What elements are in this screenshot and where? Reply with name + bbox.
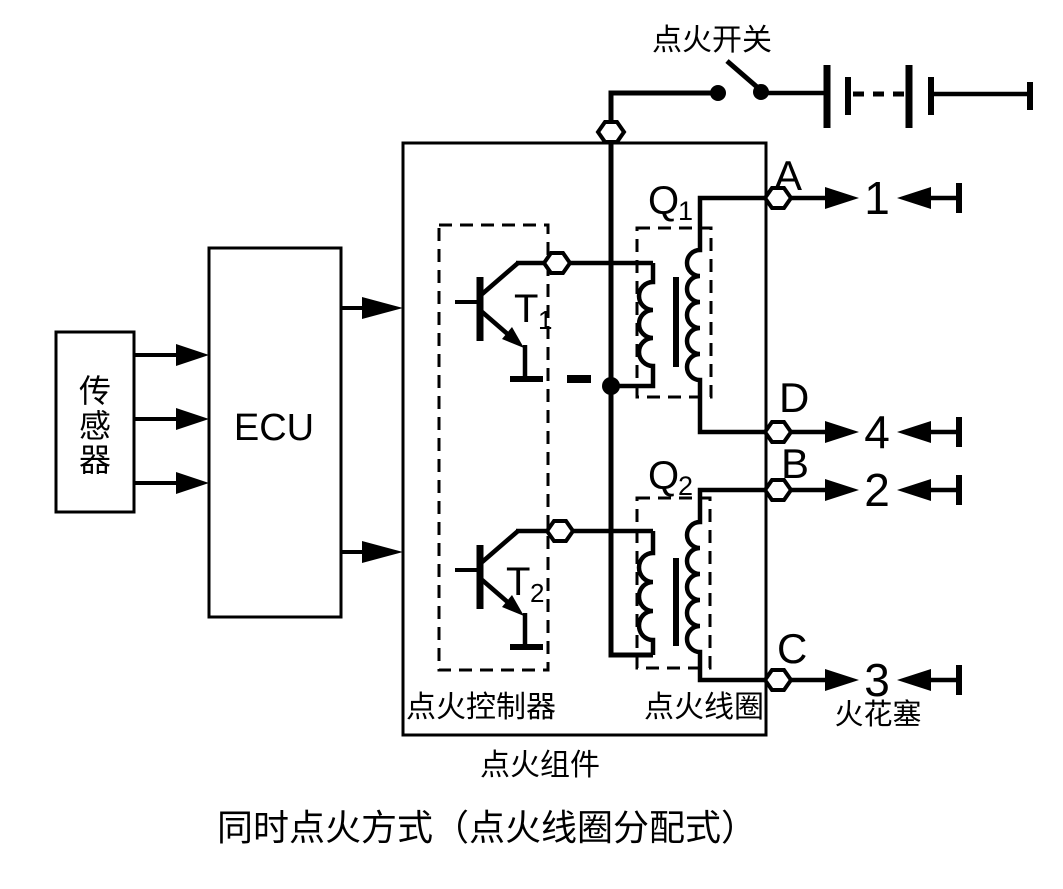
- connector-t1-collector: [541, 251, 573, 275]
- t1-collector-lead: [479, 261, 520, 297]
- sensor-label-char-1: 传: [79, 373, 111, 409]
- ignition-coil-q2: [636, 487, 770, 683]
- plug-right-arrow-1: [825, 187, 859, 209]
- sensor-arrow-3: [176, 472, 209, 494]
- t1-label-main: T: [514, 287, 538, 331]
- coil-q1-dashed-box: [635, 226, 713, 399]
- sensor-box: [54, 330, 136, 514]
- ignition-assembly-box: [401, 141, 768, 737]
- plug-right-arrow-3: [825, 669, 859, 691]
- transistor-t2: [455, 528, 653, 650]
- plug-left-arrow-4: [897, 421, 931, 443]
- sensor-label-char-3: 器: [79, 442, 111, 478]
- ecu-box: [207, 246, 343, 619]
- connector-terminal-c: [762, 668, 794, 692]
- plug-left-arrow-3: [897, 669, 931, 691]
- connector-terminal-b: [762, 478, 794, 502]
- ecu-label: ECU: [234, 407, 314, 449]
- terminal-letter-c: C: [777, 625, 807, 672]
- q2-primary-winding: [636, 531, 656, 655]
- connectors: [541, 120, 794, 692]
- sensor-arrow-2: [176, 408, 209, 430]
- t1-label-sub: 1: [538, 305, 552, 335]
- t2-label-sub: 2: [530, 578, 544, 608]
- terminal-row-d4: [791, 417, 962, 447]
- ignition-assembly-label: 点火组件: [480, 749, 600, 782]
- transistor-t1: [455, 260, 653, 382]
- terminal-row-b2: [791, 475, 962, 505]
- t2-emitter-arrow: [502, 595, 524, 616]
- ignition-coil-label: 点火线圈: [644, 691, 764, 724]
- spark-plug-label: 火花塞: [834, 698, 921, 731]
- coil-q2-dashed-box: [635, 496, 712, 670]
- t2-label-main: T: [506, 560, 530, 604]
- plug-left-arrow-1: [897, 187, 931, 209]
- sensor-label-char-2: 感: [79, 408, 111, 444]
- main-power-wire: [608, 90, 718, 658]
- terminal-letter-d: D: [779, 374, 809, 421]
- connector-t2-collector: [544, 519, 576, 543]
- diagram-title: 同时点火方式（点火线圈分配式）: [217, 807, 757, 848]
- terminal-letter-b: B: [781, 440, 809, 487]
- sensor-arrow-1: [176, 344, 209, 366]
- ignition-switch: [710, 59, 769, 101]
- ignition-coil-q1: [613, 195, 770, 435]
- connector-terminal-d: [762, 420, 794, 444]
- battery: [761, 65, 1033, 128]
- cylinder-number-4: 4: [864, 406, 890, 458]
- terminal-letter-a: A: [774, 152, 802, 199]
- t1-emitter-arrow: [502, 327, 524, 348]
- switch-left-contact: [710, 85, 726, 101]
- plug-left-arrow-2: [897, 479, 931, 501]
- ignition-switch-label: 点火开关: [652, 24, 772, 57]
- junction-dot: [602, 377, 620, 395]
- ignition-controller-dashed-box: [437, 223, 550, 672]
- cylinder-number-2: 2: [864, 464, 890, 516]
- connector-main-feed: [595, 120, 627, 144]
- cylinder-number-3: 3: [864, 654, 890, 706]
- q2-label-main: Q: [648, 454, 679, 498]
- q1-secondary-winding: [684, 195, 770, 435]
- q1-label-sub: 1: [678, 196, 693, 226]
- sensor-block: [54, 330, 209, 514]
- cylinder-number-1: 1: [864, 172, 890, 224]
- switch-blade: [725, 59, 766, 95]
- ignition-controller-label: 点火控制器: [406, 691, 556, 724]
- connector-terminal-a: [762, 186, 794, 210]
- q2-secondary-winding: [684, 487, 770, 683]
- q2-label-sub: 2: [678, 471, 693, 501]
- ecu-block: [207, 246, 403, 619]
- t2-collector-lead: [479, 529, 520, 565]
- plug-right-arrow-2: [825, 479, 859, 501]
- plug-right-arrow-4: [825, 421, 859, 443]
- ecu-output-arrow-1: [362, 297, 403, 319]
- q1-label-main: Q: [648, 179, 679, 223]
- q1-primary-winding: [613, 263, 656, 389]
- terminal-row-c3: [791, 665, 962, 695]
- terminal-row-a1: [791, 183, 962, 213]
- ecu-output-arrow-2: [362, 541, 403, 563]
